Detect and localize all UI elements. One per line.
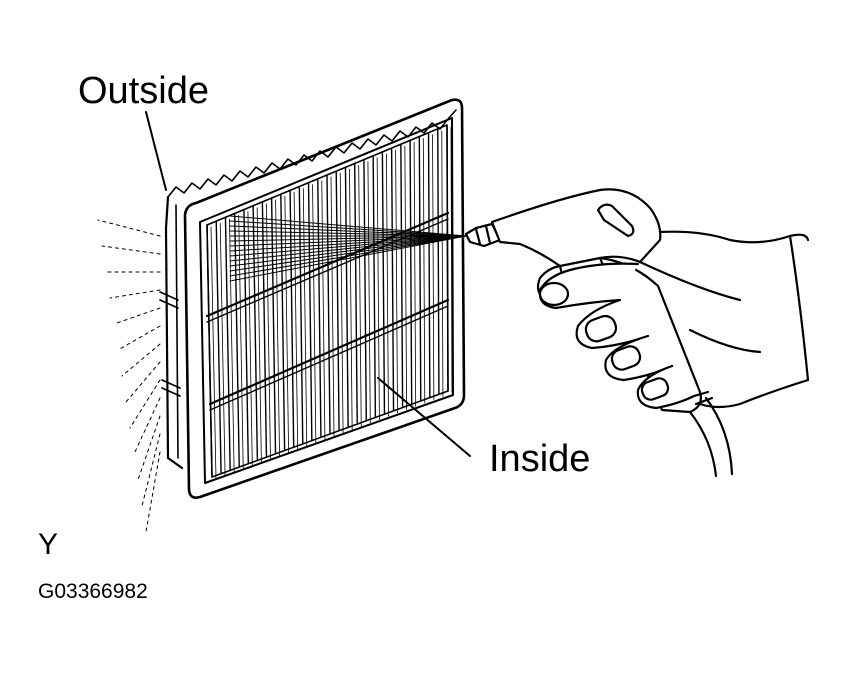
air-filter-icon [159, 98, 466, 499]
inside-label: Inside [489, 438, 591, 480]
outside-leader-line [145, 111, 167, 191]
outside-label: Outside [78, 70, 209, 112]
air-spray-lines [97, 215, 467, 533]
corner-mark: Y [38, 528, 59, 561]
inside-leader-line [377, 377, 471, 457]
figure-code: G03366982 [38, 580, 148, 603]
hand-icon [538, 230, 810, 410]
